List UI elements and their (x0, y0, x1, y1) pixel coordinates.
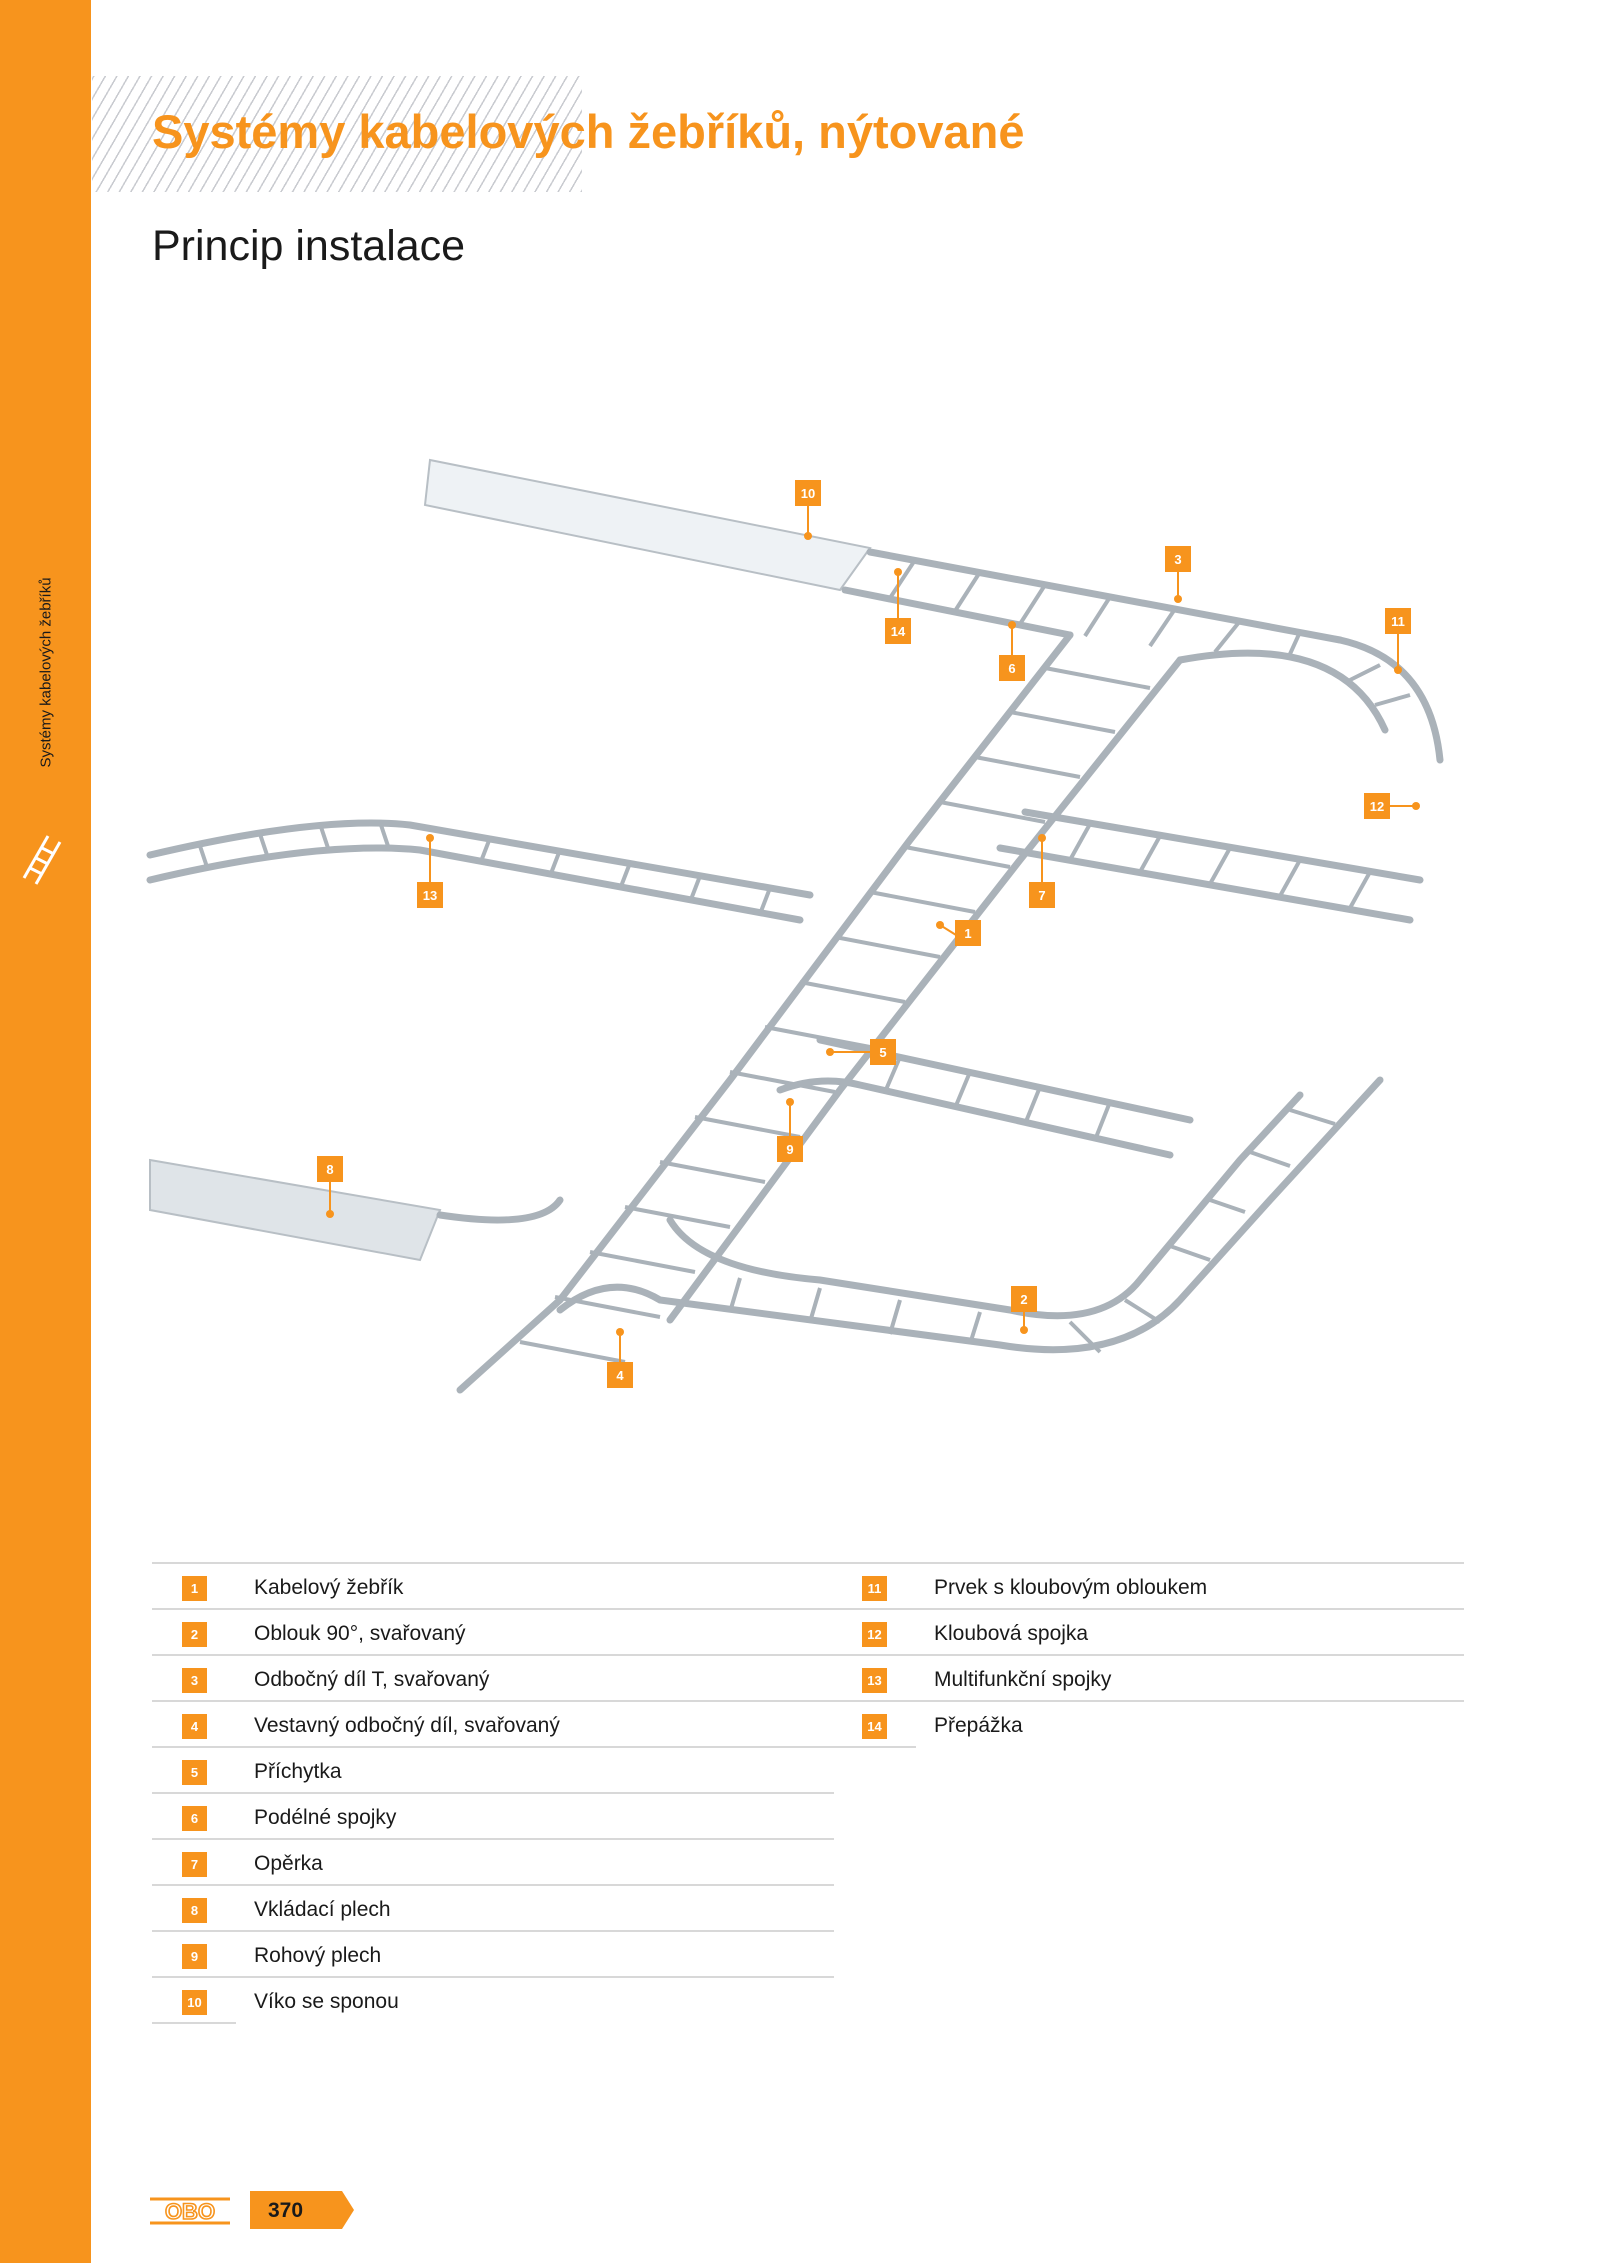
svg-text:OBO: OBO (165, 2199, 215, 2224)
legend-number-badge: 13 (862, 1668, 887, 1693)
installation-diagram: 1 2 3 4 5 6 7 8 (146, 458, 1444, 1394)
middle-branch (776, 1036, 1194, 1159)
legend-item: 12 Kloubová spojka (832, 1608, 1464, 1654)
legend-item: 14 Přepážka (832, 1700, 1464, 1746)
callout-label: 9 (786, 1142, 793, 1157)
callout-12: 12 (1364, 793, 1420, 819)
callout-9: 9 (777, 1098, 803, 1162)
callout-label: 13 (423, 888, 437, 903)
callout-label: 5 (879, 1045, 886, 1060)
legend-item: 2 Oblouk 90°, svařovaný (152, 1608, 834, 1654)
callout-label: 10 (801, 486, 815, 501)
legend-item: 8 Vkládací plech (152, 1884, 834, 1930)
upper-run (841, 548, 1444, 764)
legend-item: 1 Kabelový žebřík (152, 1562, 834, 1608)
callout-4: 4 (607, 1328, 633, 1388)
legend-label: Opěrka (254, 1852, 323, 1875)
legend-label: Oblouk 90°, svařovaný (254, 1622, 466, 1645)
cable-ladder-icon (22, 835, 62, 885)
legend-label: Kabelový žebřík (254, 1576, 404, 1599)
legend-label: Víko se sponou (254, 1990, 399, 2013)
insert-plate (149, 1158, 442, 1262)
legend-item: 10 Víko se sponou (152, 1976, 834, 2022)
legend-number-badge: 7 (182, 1852, 207, 1877)
callout-5: 5 (826, 1039, 896, 1065)
legend-number-badge: 9 (182, 1944, 207, 1969)
legend-label: Podélné spojky (254, 1806, 397, 1829)
legend-number-badge: 5 (182, 1760, 207, 1785)
legend-item: 9 Rohový plech (152, 1930, 834, 1976)
legend-label: Vestavný odbočný díl, svařovaný (254, 1714, 560, 1737)
legend-label: Rohový plech (254, 1944, 382, 1967)
callout-8: 8 (317, 1156, 343, 1218)
main-diagonal-run (456, 631, 1184, 1394)
legend-number-badge: 11 (862, 1576, 887, 1601)
callout-label: 7 (1038, 888, 1045, 903)
callout-label: 8 (326, 1162, 333, 1177)
obo-logo-icon: OBO (150, 2197, 230, 2225)
legend-label: Přepážka (934, 1714, 1023, 1737)
callout-10: 10 (795, 480, 821, 540)
callout-1: 1 (936, 920, 981, 946)
legend-label: Kloubová spojka (934, 1622, 1089, 1645)
sidebar-section-label: Systémy kabelových žebříků (36, 562, 56, 782)
callout-6: 6 (999, 621, 1025, 681)
legend-item: 13 Multifunkční spojky (832, 1654, 1464, 1700)
page-subtitle: Princip instalace (152, 222, 466, 270)
left-run (146, 819, 814, 924)
legend-item: 11 Prvek s kloubovým obloukem (832, 1562, 1464, 1608)
legend-label: Multifunkční spojky (934, 1668, 1112, 1691)
legend-number-badge: 8 (182, 1898, 207, 1923)
legend-number-badge: 12 (862, 1622, 887, 1647)
callout-2: 2 (1011, 1286, 1037, 1334)
page-number-tab (250, 2191, 354, 2229)
callout-label: 6 (1008, 661, 1015, 676)
legend-label: Vkládací plech (254, 1898, 391, 1921)
sidebar-label-text: Systémy kabelových žebříků (37, 576, 55, 768)
callout-label: 2 (1020, 1292, 1027, 1307)
page-number: 370 (268, 2199, 304, 2222)
callout-13: 13 (417, 834, 443, 908)
legend-item: 4 Vestavný odbočný díl, svařovaný (152, 1700, 834, 1746)
callout-label: 1 (964, 926, 971, 941)
legend-number-badge: 2 (182, 1622, 207, 1647)
sidebar-strip (0, 0, 91, 2263)
legend-number-badge: 4 (182, 1714, 207, 1739)
legend-end-divider (832, 1746, 916, 1748)
legend-item: 3 Odbočný díl T, svařovaný (152, 1654, 834, 1700)
callout-label: 12 (1370, 799, 1384, 814)
legend-label: Prvek s kloubovým obloukem (934, 1576, 1208, 1599)
legend-number-badge: 3 (182, 1668, 207, 1693)
page-title: Systémy kabelových žebříků, nýtované (152, 105, 1025, 158)
legend-number-badge: 1 (182, 1576, 207, 1601)
callout-14: 14 (885, 568, 911, 644)
callout-7: 7 (1029, 834, 1055, 908)
legend-end-divider (152, 2022, 236, 2024)
legend-right-column: 11 Prvek s kloubovým obloukem 12 Kloubová … (832, 1562, 1464, 1748)
legend-label: Odbočný díl T, svařovaný (254, 1668, 490, 1691)
callout-11: 11 (1385, 608, 1411, 674)
legend-item: 5 Příchytka (152, 1746, 834, 1792)
callout-label: 11 (1391, 614, 1405, 629)
legend-item: 6 Podélné spojky (152, 1792, 834, 1838)
legend-number-badge: 10 (182, 1990, 207, 2015)
legend-label: Příchytka (254, 1760, 342, 1783)
legend-number-badge: 14 (862, 1714, 887, 1739)
callout-label: 14 (891, 624, 906, 639)
right-branch (996, 808, 1424, 924)
cover-lid (423, 458, 872, 592)
callout-3: 3 (1165, 546, 1191, 603)
callout-label: 3 (1174, 552, 1181, 567)
title-hatch-decoration (92, 76, 582, 192)
callout-label: 4 (616, 1368, 624, 1383)
bottom-loop (556, 1076, 1384, 1354)
legend-item: 7 Opěrka (152, 1838, 834, 1884)
legend-number-badge: 6 (182, 1806, 207, 1831)
